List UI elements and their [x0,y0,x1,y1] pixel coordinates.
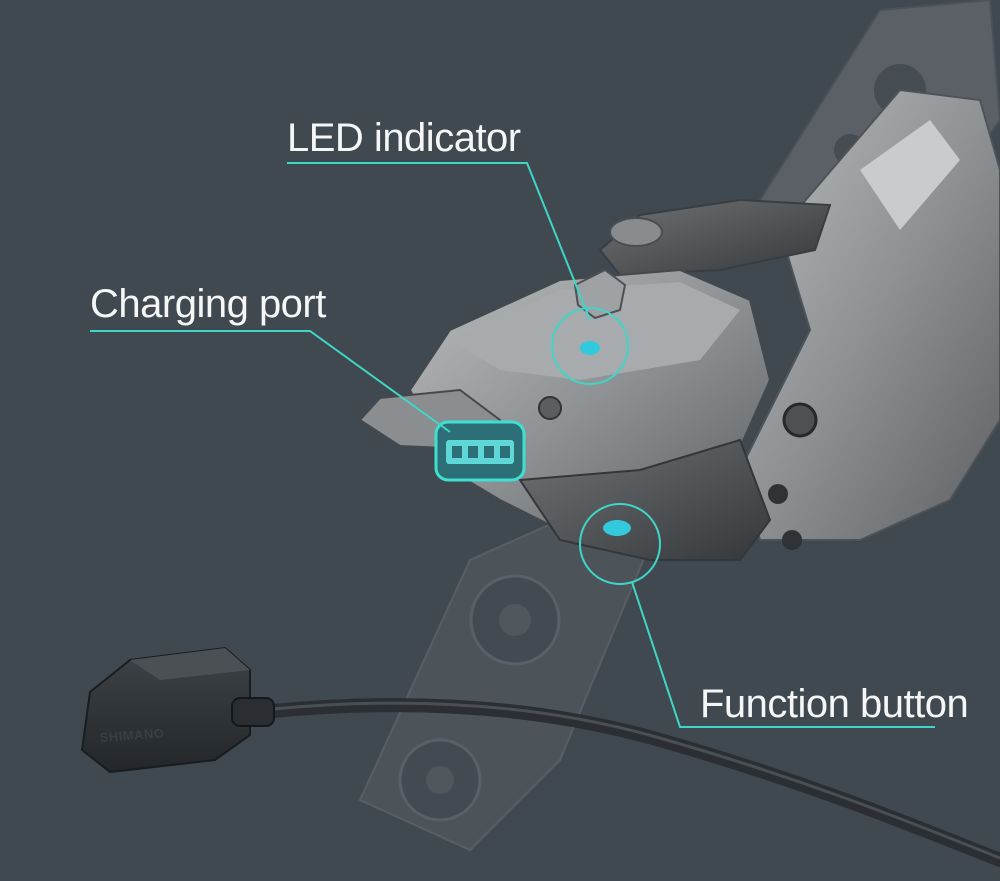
function-button-label: Function button [700,682,969,726]
function-button-highlight-circle [579,503,661,585]
charging-plug: SHIMANO [80,646,275,774]
led-highlight-circle [551,307,629,385]
pulley-cage [358,519,662,852]
derailleur-body [358,88,1000,561]
led-indicator-light [580,341,600,355]
charging-cable [255,698,1000,867]
led-indicator-label: LED indicator [287,116,521,160]
charging-cable-highlight [261,701,1000,860]
led-indicator-leader-line [287,162,591,321]
charging-port-leader-line [90,330,451,433]
plug-brand-mark: SHIMANO [99,726,165,745]
function-button-leader-line [631,581,935,728]
charging-port-label: Charging port [90,282,326,326]
function-button-cap [603,520,631,536]
charging-port [434,420,526,482]
